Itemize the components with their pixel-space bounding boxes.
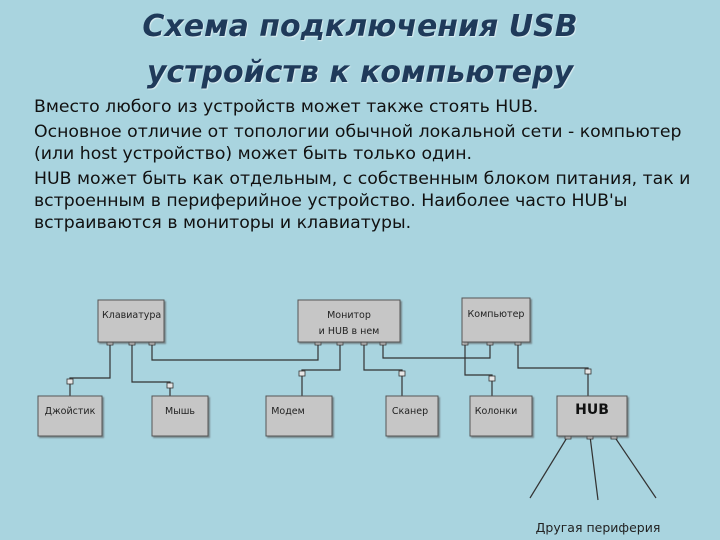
modem-label: Модем xyxy=(271,406,305,417)
mouse-box xyxy=(151,395,209,437)
keyboard-label: Клавиатура xyxy=(102,310,161,321)
paragraph-hub-any: Вместо любого из устройств может также с… xyxy=(34,97,539,117)
computer-label: Компьютер xyxy=(468,309,525,320)
scanner-box xyxy=(385,395,439,437)
other-peripherals-label: Другая периферия xyxy=(536,520,661,535)
title-line-2: устройств к компьютеру xyxy=(146,55,574,90)
monitor-box xyxy=(297,299,401,343)
port-marker xyxy=(584,368,592,375)
speakers-label: Колонки xyxy=(475,406,518,417)
joystick-box xyxy=(37,395,103,437)
usb-ports xyxy=(66,339,618,440)
port-marker xyxy=(398,370,406,377)
connection-lines xyxy=(69,342,657,501)
hub-box xyxy=(556,395,628,437)
title-line-1: Схема подключения USB xyxy=(142,9,578,44)
joystick-label: Джойстик xyxy=(45,406,96,417)
port-marker xyxy=(166,382,174,389)
port-marker xyxy=(298,370,306,377)
slide-body: Вместо любого из устройств может также с… xyxy=(34,96,714,237)
slide-title: Схема подключения USB устройств к компью… xyxy=(0,4,720,96)
monitor-label-line1: Монитор xyxy=(327,310,371,321)
usb-topology-diagram: Клавиатура Монитор и HUB в нем Компьютер… xyxy=(37,297,661,535)
monitor-label-line2: и HUB в нем xyxy=(319,326,380,337)
paragraph-hub-types: HUB может быть как отдельным, с собствен… xyxy=(34,169,691,233)
keyboard-box xyxy=(97,299,165,343)
scanner-label: Сканер xyxy=(392,406,428,417)
paragraph-single-host: Основное отличие от топологии обычной ло… xyxy=(34,122,682,164)
port-marker xyxy=(488,375,496,382)
computer-box xyxy=(461,297,531,343)
hub-label: HUB xyxy=(575,402,609,418)
speakers-box xyxy=(469,395,533,437)
modem-box xyxy=(265,395,333,437)
mouse-label: Мышь xyxy=(165,406,195,417)
port-marker xyxy=(66,378,74,385)
